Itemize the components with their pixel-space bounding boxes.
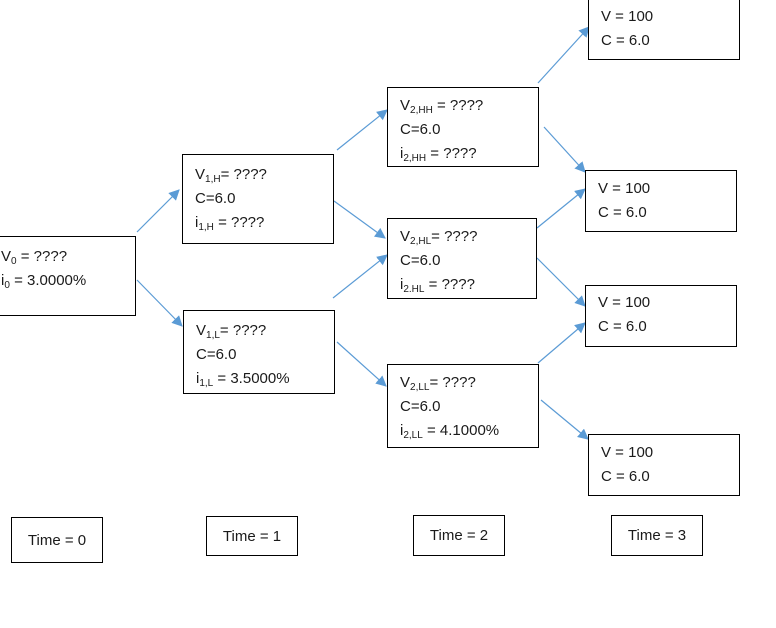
arrow-l-to-ll xyxy=(336,341,387,387)
time-label-0: Time = 0 xyxy=(11,517,103,563)
node-t3-d: V = 100 C = 6.0 xyxy=(588,434,740,496)
node-t3-a: V = 100 C = 6.0 xyxy=(588,0,740,60)
arrow-hl-to-t3c xyxy=(536,257,586,307)
node-t3-b-coupon: C = 6.0 xyxy=(598,204,647,221)
arrow-l-to-hl xyxy=(332,254,388,299)
arrow-ll-to-t3c xyxy=(537,322,586,364)
arrow-h-to-hh xyxy=(336,109,388,151)
node-root-rate: i0 = 3.0000% xyxy=(1,272,87,291)
node-hl-rate: i2.HL = ???? xyxy=(400,276,475,295)
node-hl-value: V2,HL= ???? xyxy=(400,228,478,247)
node-t3-c-coupon: C = 6.0 xyxy=(598,318,647,335)
arrow-hh-to-t3a xyxy=(537,26,590,84)
arrow-hh-to-t3b xyxy=(543,126,586,173)
node-t3-c-value: V = 100 xyxy=(598,294,651,311)
node-l: V1,L= ???? C=6.0 i1,L = 3.5000% xyxy=(183,310,335,394)
node-ll-rate: i2,LL = 4.1000% xyxy=(400,422,500,441)
node-ll: V2,LL= ???? C=6.0 i2,LL = 4.1000% xyxy=(387,364,539,448)
node-t3-b: V = 100 C = 6.0 xyxy=(585,170,737,232)
node-h-coupon: C=6.0 xyxy=(195,190,236,207)
node-t3-d-coupon: C = 6.0 xyxy=(601,468,650,485)
node-ll-value: V2,LL= ???? xyxy=(400,374,476,393)
node-l-coupon: C=6.0 xyxy=(196,346,237,363)
node-t3-d-value: V = 100 xyxy=(601,444,654,461)
node-l-rate: i1,L = 3.5000% xyxy=(196,370,290,389)
time-label-1: Time = 1 xyxy=(206,516,298,556)
node-root: V0 = ???? i0 = 3.0000% xyxy=(0,236,136,316)
time-label-3: Time = 3 xyxy=(611,515,703,556)
node-t3-a-coupon: C = 6.0 xyxy=(601,32,650,49)
arrow-root-to-h xyxy=(136,189,180,233)
node-t3-b-value: V = 100 xyxy=(598,180,651,197)
node-hh-value: V2,HH = ???? xyxy=(400,97,484,116)
time-label-2: Time = 2 xyxy=(413,515,505,556)
node-hl-coupon: C=6.0 xyxy=(400,252,441,269)
arrow-h-to-hl xyxy=(333,200,386,239)
node-h: V1,H= ???? C=6.0 i1,H = ???? xyxy=(182,154,334,244)
node-hh: V2,HH = ???? C=6.0 i2,HH = ???? xyxy=(387,87,539,167)
arrow-ll-to-t3d xyxy=(540,399,589,440)
node-root-value: V0 = ???? xyxy=(1,248,68,267)
node-hl: V2,HL= ???? C=6.0 i2.HL = ???? xyxy=(387,218,537,299)
node-ll-coupon: C=6.0 xyxy=(400,398,441,415)
arrow-hl-to-t3b xyxy=(536,188,586,229)
node-l-value: V1,L= ???? xyxy=(196,322,267,341)
node-t3-c: V = 100 C = 6.0 xyxy=(585,285,737,347)
node-hh-coupon: C=6.0 xyxy=(400,121,441,138)
node-h-rate: i1,H = ???? xyxy=(195,214,265,233)
node-hh-rate: i2,HH = ???? xyxy=(400,145,477,164)
node-h-value: V1,H= ???? xyxy=(195,166,267,185)
node-t3-a-value: V = 100 xyxy=(601,8,654,25)
arrow-root-to-l xyxy=(136,279,183,327)
